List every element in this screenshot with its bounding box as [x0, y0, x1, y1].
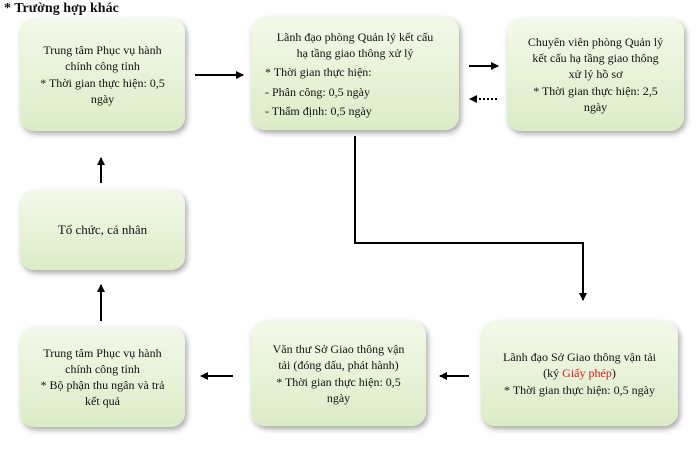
- infra-department-leader-box: Lãnh đạo phòng Quản lý kết cấu hạ tầng g…: [251, 17, 459, 130]
- leader-infra-line4: - Phân công: 0,5 ngày: [265, 84, 370, 99]
- dept-leader-line2-pre: (ký: [543, 366, 563, 381]
- dept-leader-line1: Lãnh đạo Sở Giao thông vận tải: [503, 350, 656, 365]
- specialist-line1: Chuyên viên phòng Quản lý: [527, 35, 664, 50]
- specialist-line2: kết cấu hạ tầng giao thông: [532, 51, 659, 66]
- leader-infra-line2: hạ tầng giao thông xử lý: [296, 46, 414, 61]
- organization-individual-box: Tổ chức, cá nhân: [20, 190, 185, 270]
- specialist-line3: xử lý hồ sơ: [568, 67, 623, 82]
- transport-department-leader-box: Lãnh đạo Sở Giao thông vận tải (ký Giấy …: [481, 321, 678, 426]
- arrow-leader-to-dept-leader: [354, 136, 587, 301]
- center-cashier-box: Trung tâm Phục vụ hành chính công tỉnh *…: [20, 327, 185, 427]
- org-label: Tổ chức, cá nhân: [57, 222, 148, 238]
- center-top-line2: chính công tỉnh: [65, 59, 140, 74]
- page-heading: * Trường hợp khác: [4, 1, 119, 16]
- center-bottom-line2: chính công tỉnh: [65, 361, 140, 376]
- center-public-service-box: Trung tâm Phục vụ hành chính công tỉnh *…: [20, 18, 185, 131]
- clerk-box: Văn thư Sở Giao thông vận tải (đóng dấu,…: [251, 321, 426, 426]
- clerk-line2: tải (đóng dấu, phát hành): [278, 358, 399, 373]
- leader-infra-line1: Lãnh đạo phòng Quản lý kết cấu: [276, 30, 434, 44]
- center-top-line1: Trung tâm Phục vụ hành: [43, 43, 162, 58]
- dept-leader-line2: (ký Giấy phép): [543, 365, 616, 381]
- clerk-line3: * Thời gian thực hiện: 0,5: [276, 374, 401, 389]
- center-bottom-line1: Trung tâm Phục vụ hành: [43, 345, 162, 360]
- specialist-box: Chuyên viên phòng Quản lý kết cấu hạ tần…: [507, 18, 684, 131]
- dept-leader-line2-post: ): [611, 366, 616, 381]
- dept-leader-line3: * Thời gian thực hiện: 0,5 ngày: [504, 382, 655, 397]
- center-top-line4: ngày: [90, 91, 115, 106]
- center-bottom-line3: * Bộ phận thu ngân và trả: [40, 378, 165, 392]
- clerk-line4: ngày: [326, 390, 351, 405]
- clerk-line1: Văn thư Sở Giao thông vận: [272, 342, 405, 357]
- leader-infra-line5: - Thẩm định: 0,5 ngày: [265, 103, 372, 118]
- specialist-line4: * Thời gian thực hiện: 2,5: [533, 83, 658, 98]
- center-bottom-line4: kết quả: [85, 394, 120, 409]
- specialist-line5: ngày: [583, 99, 608, 114]
- permit-highlight: Giấy phép: [562, 366, 612, 381]
- leader-infra-line3: * Thời gian thực hiện:: [265, 65, 372, 80]
- center-top-line3: * Thời gian thực hiện: 0,5: [40, 75, 165, 90]
